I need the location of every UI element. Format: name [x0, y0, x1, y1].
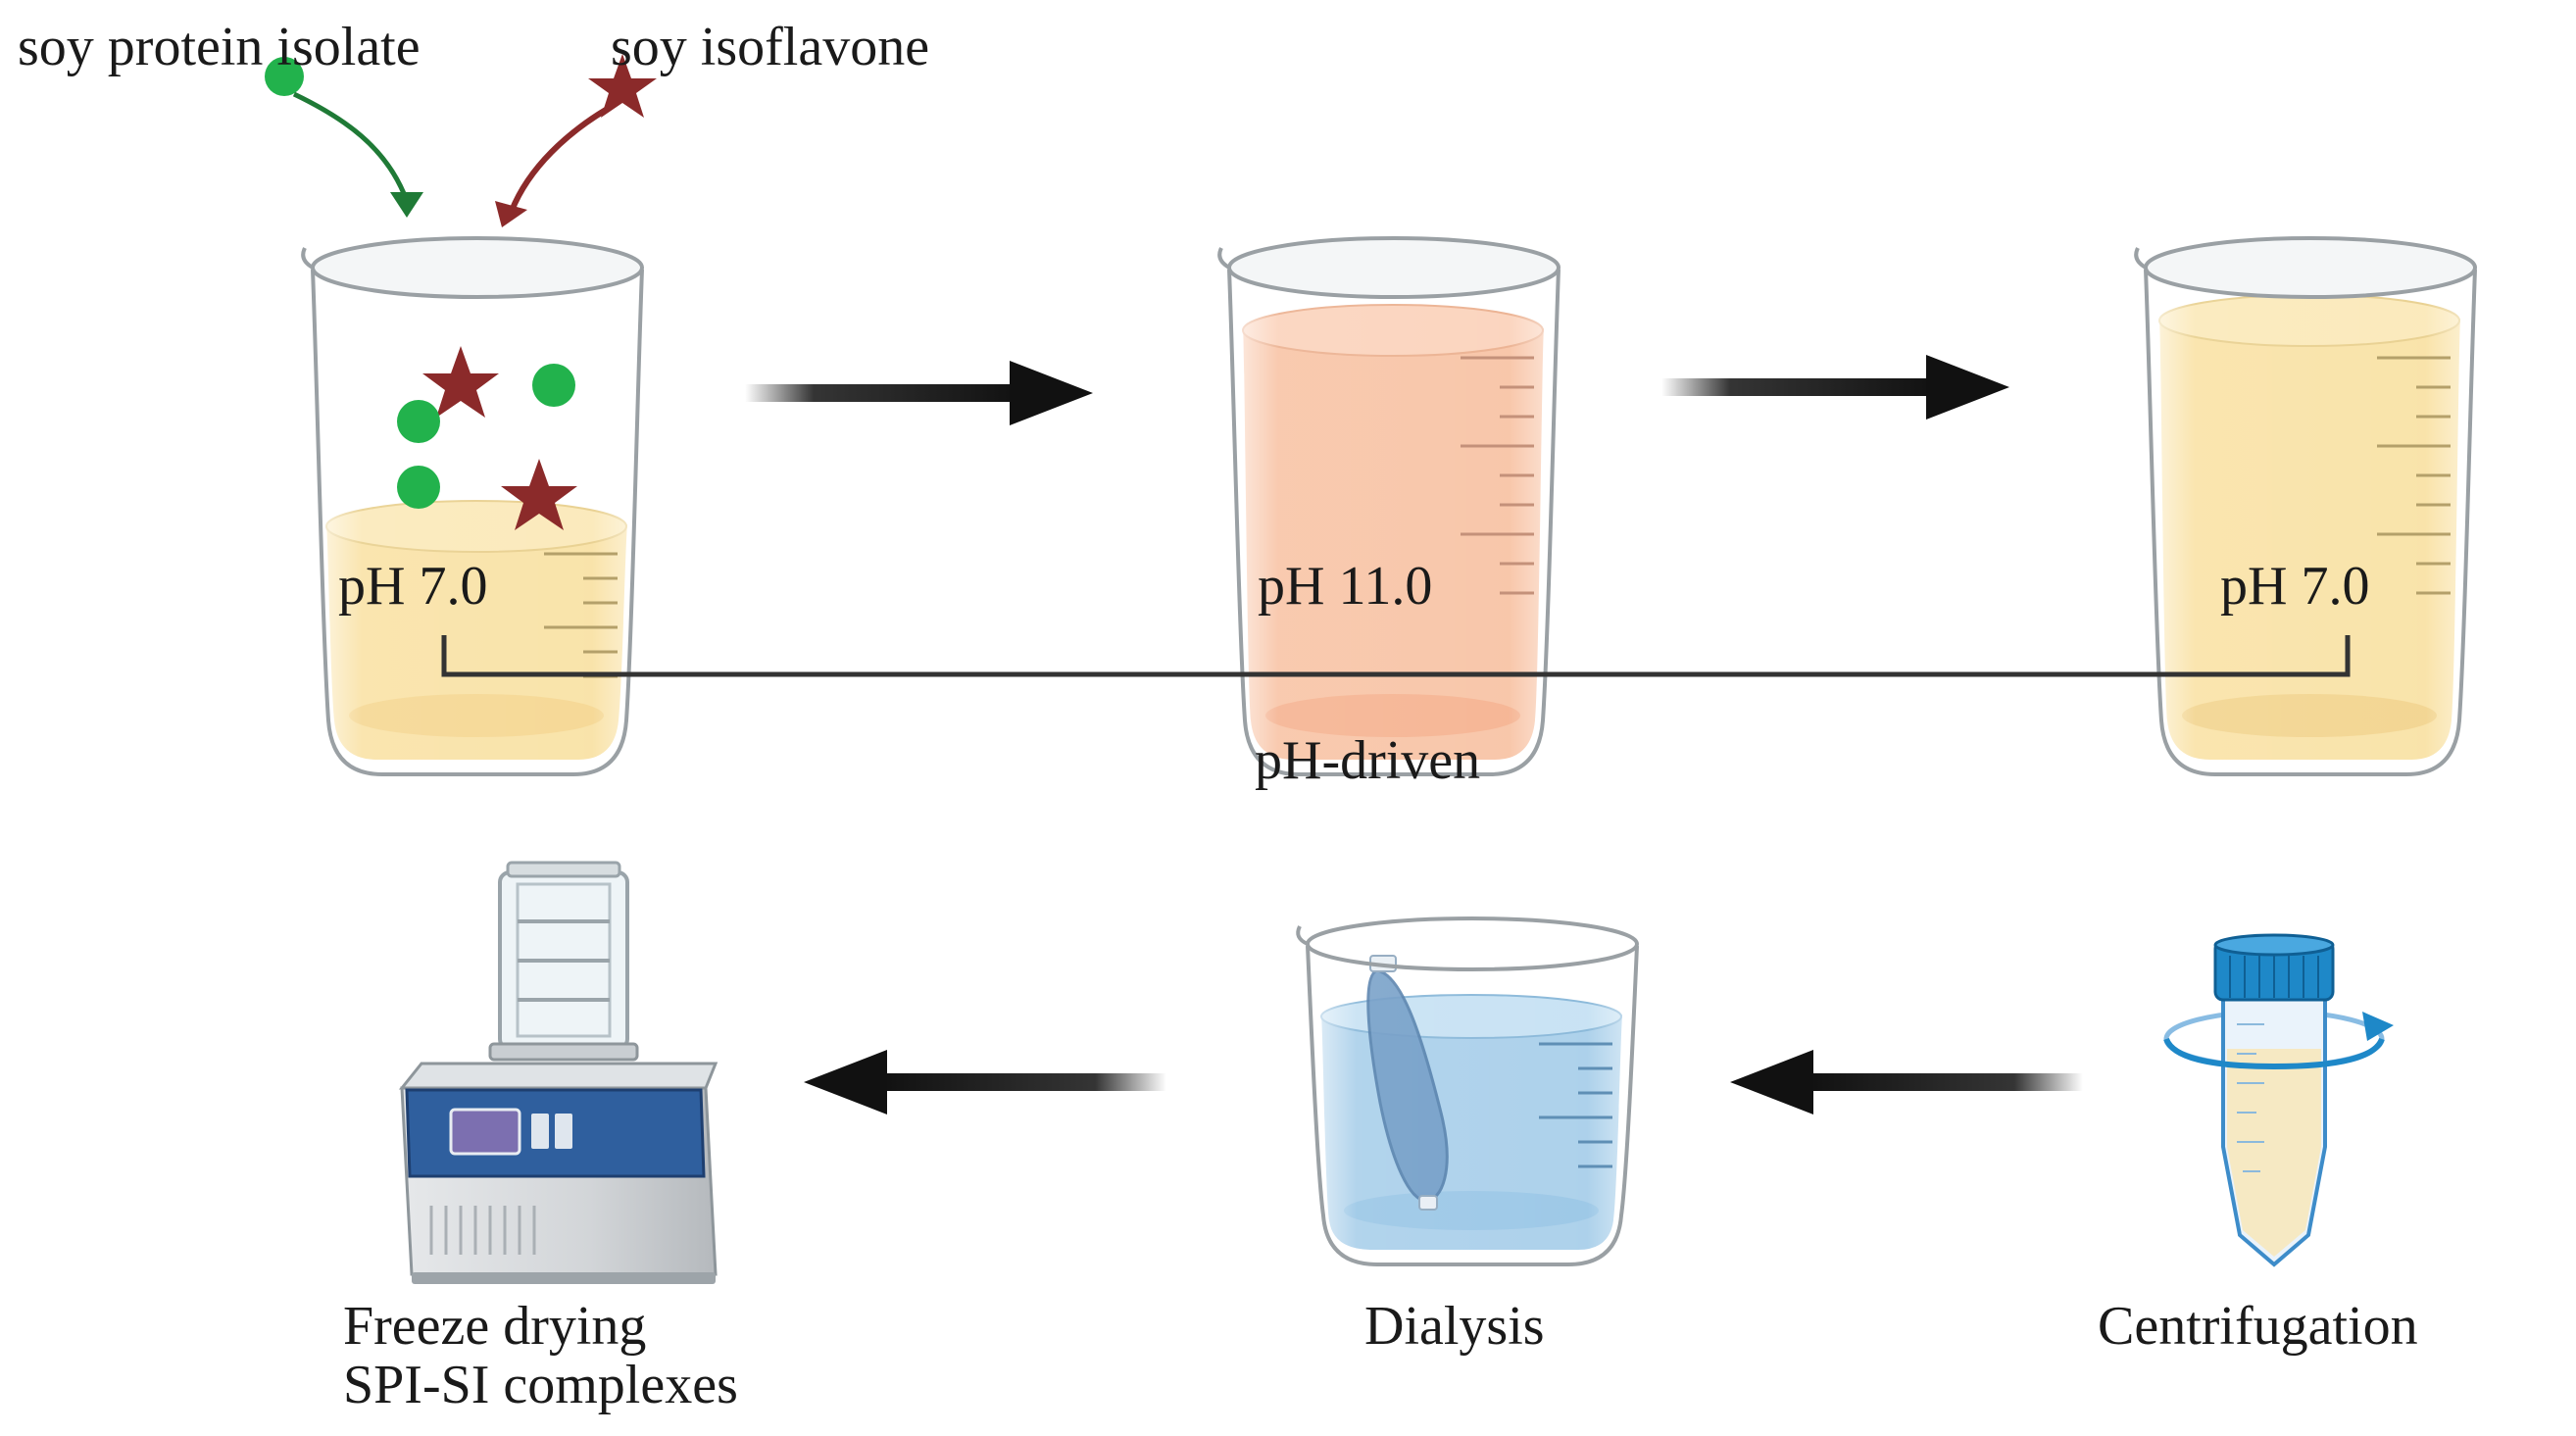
isoflavone-star-icon — [501, 459, 577, 530]
flow-arrow-right-2 — [1661, 355, 2009, 420]
flow-arrow-left-2 — [1730, 1050, 2083, 1114]
isoflavone-arrow-head-icon — [495, 201, 527, 227]
beaker-ph11 — [1217, 236, 1560, 776]
isoflavone-curve-arrow — [509, 107, 608, 213]
beaker-ph7-mix — [301, 236, 644, 776]
spi-dot-icon — [265, 57, 304, 96]
label-ph-driven: pH-driven — [1255, 730, 1481, 791]
beaker-ph7-final — [2134, 236, 2477, 776]
dialysis-beaker-icon — [1296, 916, 1639, 1266]
label-beaker1-ph: pH 7.0 — [338, 556, 488, 617]
label-centrifugation: Centrifugation — [2098, 1296, 2418, 1357]
label-beaker2-ph: pH 11.0 — [1258, 556, 1433, 617]
spi-dot-icon — [397, 400, 440, 443]
isoflavone-input — [495, 54, 657, 227]
label-freeze-drying: Freeze drying — [343, 1296, 647, 1357]
label-soy-isoflavone: soy isoflavone — [611, 17, 930, 77]
flow-arrow-left-1 — [804, 1050, 1166, 1114]
isoflavone-star-icon — [422, 346, 499, 418]
spi-dot-icon — [532, 364, 575, 407]
spi-curve-arrow — [292, 91, 410, 202]
spi-arrow-head-icon — [390, 192, 423, 218]
freeze-dryer-icon — [398, 861, 718, 1284]
spi-input — [265, 57, 423, 218]
label-soy-protein-isolate: soy protein isolate — [18, 17, 421, 77]
isoflavone-star-icon — [588, 54, 657, 118]
spi-dot-icon — [397, 466, 440, 509]
centrifuge-tube-icon — [2163, 933, 2394, 1267]
flow-arrow-right-1 — [745, 361, 1093, 425]
ph-driven-bracket — [441, 635, 2351, 677]
label-spi-si-complexes: SPI-SI complexes — [343, 1355, 738, 1415]
rotation-arrow-icon — [2362, 1012, 2394, 1041]
label-dialysis: Dialysis — [1364, 1296, 1545, 1357]
label-beaker3-ph: pH 7.0 — [2220, 556, 2370, 617]
